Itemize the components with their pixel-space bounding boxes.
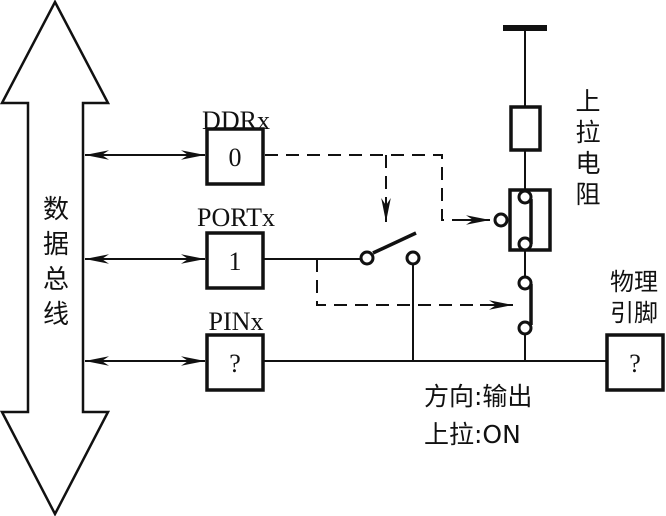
pullup-resistor [509,105,542,152]
data-bus-arrow [0,0,111,516]
output-switch-blade [372,231,417,255]
port-control-dashed-line [316,259,480,306]
data-bus-label-char: 线 [43,300,69,330]
ddr-control-dashed-line [265,154,462,221]
status-pullup: 上拉:ON [424,420,521,449]
physical-pin-label-line2: 引脚 [610,299,658,327]
output-switch-node-left [359,250,375,266]
physical-pin-box [605,333,665,392]
pullup-resistor-label-char: 上 [575,87,600,116]
ddr-switch-control-node [493,212,509,228]
ddr-register-box [205,127,265,186]
ddr-register-value: 0 [229,143,242,172]
pullup-resistor-label-char: 拉 [575,118,600,147]
ddr-switch-node-top [517,189,533,205]
ddr-switch-node-bottom [517,236,533,252]
pin-register-label: PINx [209,307,264,336]
data-bus-label-char: 总 [43,265,69,295]
port-register-label: PORTx [197,203,275,232]
pin-register-box [205,333,265,392]
physical-pin-value: ? [629,349,641,378]
pullup-resistor-label-char: 阻 [575,180,600,209]
status-direction: 方向:输出 [424,382,532,411]
pullup-resistor-label-char: 电 [575,149,600,178]
port-switch-node-top [517,275,533,291]
port-register-value: 1 [229,247,242,276]
pin-register-value: ? [229,349,241,378]
output-switch-node-right [405,250,421,266]
physical-pin-label-line1: 物理 [610,268,658,296]
data-bus-label-char: 数 [43,195,69,225]
port-register-box [205,231,265,290]
port-switch-node-bottom [517,320,533,336]
data-bus-label-char: 据 [43,230,69,260]
